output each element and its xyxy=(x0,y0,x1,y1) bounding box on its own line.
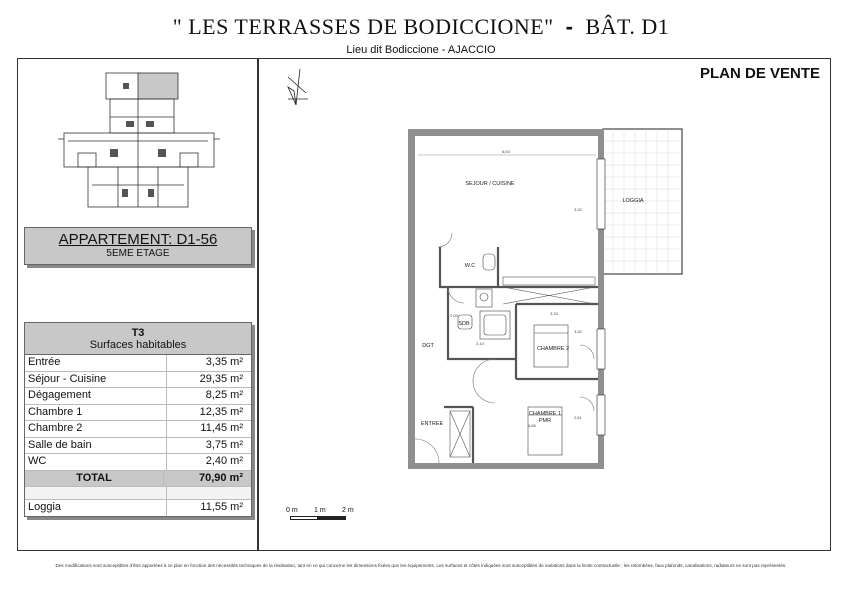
room-label-pmr: PMR xyxy=(539,418,551,424)
scale-label-0: 0 m xyxy=(286,507,298,514)
dim-ch1-depth: 2,61 xyxy=(574,415,583,420)
loggia-tiles xyxy=(603,129,682,274)
north-arrow-icon xyxy=(287,68,308,106)
surfaces-subtitle: Surfaces habitables xyxy=(89,339,187,351)
interior-walls xyxy=(438,247,598,463)
key-plan-highlight xyxy=(137,72,179,100)
apartment-box: APPARTEMENT: D1-56 5EME ETAGE xyxy=(24,227,252,265)
room-name: Entrée xyxy=(25,355,167,371)
bed-chamber-2 xyxy=(533,324,569,368)
room-area: 2,40 m² xyxy=(205,455,243,467)
kitchen-counter xyxy=(502,276,596,305)
key-plan-room xyxy=(77,152,97,168)
room-label-sdb: SDB xyxy=(458,321,470,327)
wc-fixtures xyxy=(475,253,496,308)
dim-sdb-depth: 2,00 xyxy=(450,313,459,318)
building-label: BÂT. D1 xyxy=(585,14,670,39)
scale-label-2: 2 m xyxy=(342,507,354,514)
table-row: Chambre 2 11,45 m² xyxy=(25,421,251,438)
title-dash: - xyxy=(565,14,574,39)
bed-chamber-1 xyxy=(527,406,563,456)
scale-segment-1 xyxy=(290,516,318,520)
room-label-dgt: DGT xyxy=(422,343,434,349)
room-name: Séjour - Cuisine xyxy=(25,371,167,387)
total-row: TOTAL 70,90 m² xyxy=(25,470,251,487)
apartment-title: APPARTEMENT: D1-56 xyxy=(58,231,218,248)
room-label-sejour: SEJOUR / CUISINE xyxy=(465,181,515,187)
key-plan-mark xyxy=(158,149,166,157)
apartment-type: T3 xyxy=(131,327,145,339)
key-plan-mark xyxy=(146,121,154,127)
bathroom-fixtures xyxy=(457,310,511,340)
project-name: " LES TERRASSES DE BODICCIONE" xyxy=(172,14,554,39)
building-key-plan xyxy=(58,72,220,208)
total-area: 70,90 m² xyxy=(198,471,243,484)
door-swings xyxy=(414,232,595,464)
table-row: Entrée 3,35 m² xyxy=(25,355,251,372)
table-row: Salle de bain 3,75 m² xyxy=(25,437,251,454)
room-label-chambre2: CHAMBRE 2 xyxy=(537,346,569,352)
dim-sejour-width: 6,53 xyxy=(502,149,511,154)
project-location: Lieu dit Bodiccione - AJACCIO xyxy=(346,44,496,56)
dim-sejour-depth: 3,32 xyxy=(574,207,583,212)
room-name: WC xyxy=(25,454,167,470)
exterior-walls xyxy=(408,129,604,469)
key-plan-mark xyxy=(123,83,129,89)
room-name: Salle de bain xyxy=(25,437,167,453)
total-label: TOTAL xyxy=(25,470,164,486)
room-name: Chambre 1 xyxy=(25,404,167,420)
key-plan-mark xyxy=(148,189,154,197)
loggia-row: Loggia 11,55 m² xyxy=(25,500,251,516)
loggia-label: Loggia xyxy=(25,500,167,516)
scale-segment-2 xyxy=(318,516,346,520)
plan-title: PLAN DE VENTE xyxy=(699,65,820,82)
floor-plan: SEJOUR / CUISINE LOGGIA W.C SDB DGT CHAM… xyxy=(287,68,683,469)
legal-disclaimer: Des modifications sont susceptibles d'êt… xyxy=(55,563,787,568)
room-area: 12,35 m² xyxy=(199,405,243,418)
room-name: Dégagement xyxy=(25,388,167,404)
key-plan-room xyxy=(179,152,199,168)
room-name: Chambre 2 xyxy=(25,421,167,437)
room-area: 3,35 m² xyxy=(205,356,243,368)
room-label-entree: ENTREE xyxy=(421,421,444,427)
table-row: Séjour - Cuisine 29,35 m² xyxy=(25,371,251,388)
spacer-row xyxy=(25,487,251,500)
room-label-loggia: LOGGIA xyxy=(622,198,643,204)
scale-label-1: 1 m xyxy=(314,507,326,514)
room-area: 8,25 m² xyxy=(205,389,243,401)
right-panel: PLAN DE VENTE xyxy=(257,58,831,551)
room-label-chambre1: CHAMBRE 1 xyxy=(529,411,561,417)
room-area: 11,45 m² xyxy=(200,422,243,434)
room-label-wc: W.C xyxy=(465,263,475,269)
dim-ch2-depth: 3,32 xyxy=(574,329,583,334)
table-row: WC 2,40 m² xyxy=(25,454,251,471)
dim-ch2-width: 3,33 xyxy=(550,311,559,316)
key-plan-block xyxy=(63,132,215,168)
table-row: Chambre 1 12,35 m² xyxy=(25,404,251,421)
apartment-floor: 5EME ETAGE xyxy=(106,248,170,259)
room-area: 29,35 m² xyxy=(199,372,243,385)
table-row: Dégagement 8,25 m² xyxy=(25,388,251,405)
key-plan-block xyxy=(109,98,175,134)
scale-bar: 0 m 1 m 2 m xyxy=(286,507,360,527)
key-plan-mark xyxy=(110,149,118,157)
windows xyxy=(596,158,606,436)
room-area: 3,75 m² xyxy=(205,438,243,451)
dim-ch1-width: 4,66 xyxy=(528,423,537,428)
surfaces-header: T3 Surfaces habitables xyxy=(25,323,251,355)
left-panel: APPARTEMENT: D1-56 5EME ETAGE T3 Surface… xyxy=(17,58,259,551)
entrance-storage xyxy=(449,410,471,458)
surfaces-table: T3 Surfaces habitables Entrée 3,35 m² Séj… xyxy=(24,322,252,517)
project-title: " LES TERRASSES DE BODICCIONE" - BÂT. D1 xyxy=(0,14,842,40)
loggia-area: 11,55 m² xyxy=(200,501,243,513)
key-plan-mark xyxy=(122,189,128,197)
dim-sdb-width: 2,10 xyxy=(476,341,485,346)
key-plan-mark xyxy=(126,121,134,127)
